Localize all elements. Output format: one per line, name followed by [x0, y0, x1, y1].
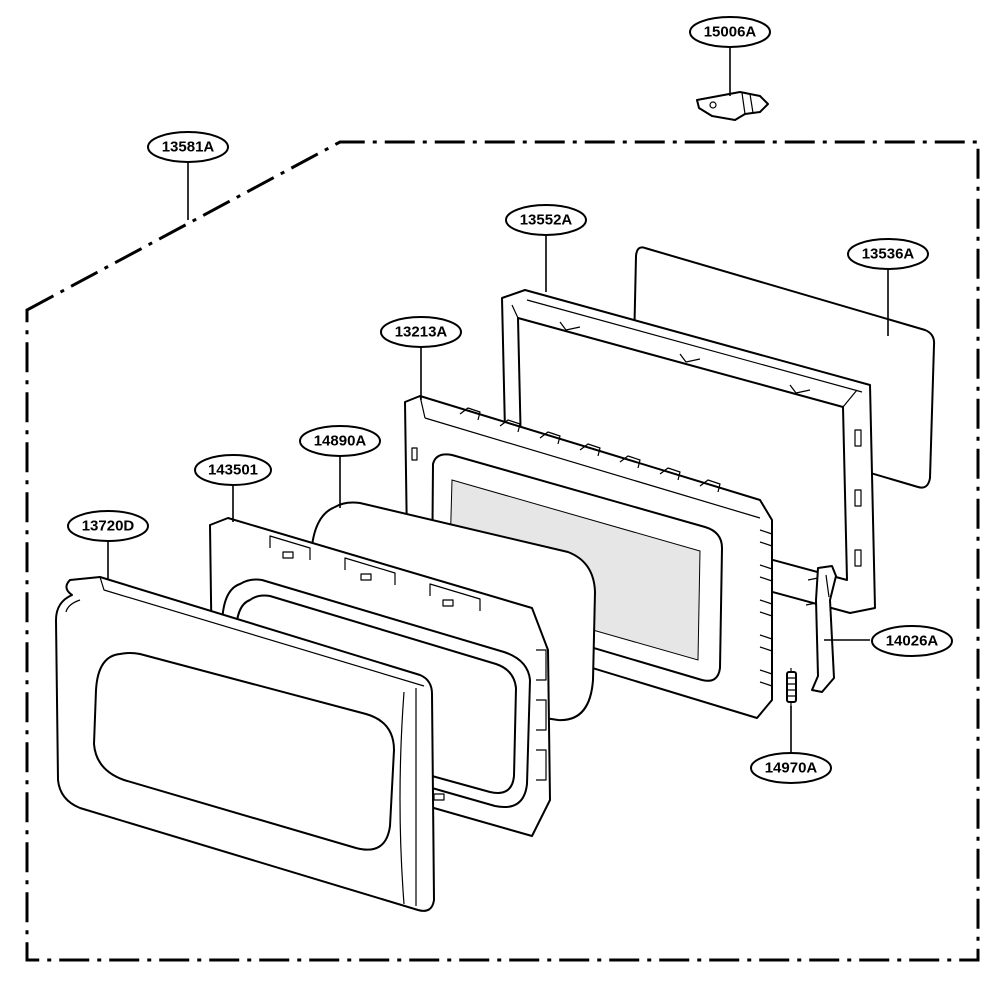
svg-text:13581A: 13581A	[162, 139, 215, 156]
part-label-13213A: 13213A	[380, 316, 462, 348]
part-label-13720D: 13720D	[67, 510, 149, 542]
part-latch-spring	[786, 668, 797, 708]
part-label-13581A: 13581A	[147, 131, 229, 163]
svg-text:143501: 143501	[208, 462, 258, 479]
svg-text:14026A: 14026A	[886, 633, 939, 650]
part-label-14026A: 14026A	[871, 625, 953, 657]
part-label-15006A: 15006A	[689, 16, 771, 48]
part-label-13536A: 13536A	[847, 238, 929, 270]
part-door-latch	[805, 565, 837, 693]
svg-text:13552A: 13552A	[520, 212, 573, 229]
svg-text:15006A: 15006A	[704, 24, 757, 41]
part-label-13552A: 13552A	[505, 204, 587, 236]
leader-lines	[107, 47, 889, 752]
assembly-boundary	[25, 140, 980, 962]
part-label-14970A: 14970A	[750, 752, 832, 784]
svg-text:14890A: 14890A	[314, 433, 367, 450]
part-label-14890A: 14890A	[299, 425, 381, 457]
svg-text:14970A: 14970A	[765, 760, 818, 777]
svg-text:13536A: 13536A	[862, 246, 915, 263]
part-door-front-frame	[55, 576, 435, 912]
svg-text:13213A: 13213A	[395, 324, 448, 341]
svg-text:13720D: 13720D	[82, 518, 135, 535]
part-label-143501: 143501	[194, 454, 272, 486]
part-hinge-bracket	[696, 91, 769, 121]
